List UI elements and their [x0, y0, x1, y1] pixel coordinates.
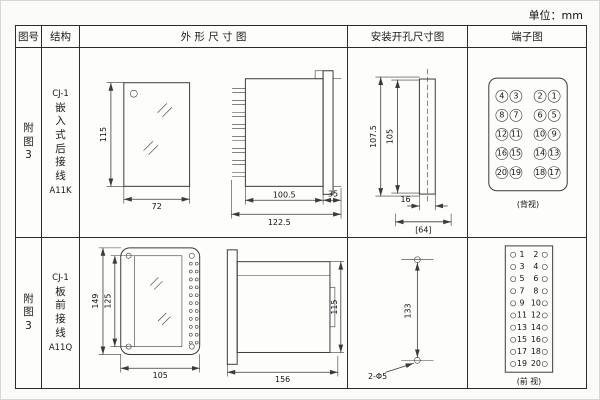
svg-text:17: 17 — [549, 168, 559, 177]
table-header-row: 图号 结构 外 形 尺 寸 图 安装开孔尺寸图 端子图 — [16, 26, 586, 48]
svg-text:13: 13 — [517, 323, 527, 332]
svg-text:2: 2 — [533, 250, 538, 259]
dim-front-inner: 125 — [103, 294, 112, 309]
dim-front-width: 72 — [152, 202, 162, 211]
front-socket-pins — [189, 261, 199, 345]
install-drawing-a11k: 107.5 105 16 [64] — [369, 68, 452, 235]
svg-text:3: 3 — [513, 91, 518, 100]
header-install: 安装开孔尺寸图 — [348, 26, 468, 48]
svg-text:19: 19 — [517, 359, 527, 368]
structure-model-1: CJ-1 — [52, 88, 69, 99]
svg-text:13: 13 — [549, 149, 559, 158]
svg-text:19: 19 — [511, 168, 521, 177]
dim-front-width2: 105 — [153, 371, 168, 380]
dim-side-length: 156 — [275, 375, 290, 384]
header-terminal: 端子图 — [468, 26, 586, 48]
dim-install-outer: 107.5 — [369, 125, 378, 148]
table-row-a11q: 附图3 CJ-1 板前接线 A11Q — [16, 238, 586, 388]
dim-install-span: [64] — [415, 226, 431, 235]
svg-text:5: 5 — [520, 274, 525, 283]
structure-desc-1: 嵌入式后接线 — [55, 101, 66, 182]
svg-text:10: 10 — [531, 299, 541, 308]
dim-install-v: 133 — [403, 304, 412, 319]
svg-text:18: 18 — [535, 168, 545, 177]
svg-text:20: 20 — [531, 359, 541, 368]
svg-text:12: 12 — [531, 311, 541, 320]
svg-text:5: 5 — [552, 110, 557, 119]
structure-cell-1: CJ-1 嵌入式后接线 A11K — [42, 48, 80, 238]
svg-text:6: 6 — [538, 110, 543, 119]
svg-text:20: 20 — [497, 168, 507, 177]
svg-text:16: 16 — [497, 149, 507, 158]
svg-text:1: 1 — [520, 250, 525, 259]
header-fig-no: 图号 — [16, 26, 42, 48]
svg-text:8: 8 — [533, 286, 538, 295]
svg-text:8: 8 — [499, 110, 504, 119]
outline-drawing-a11k: 115 72 100.5 — [99, 70, 342, 227]
dim-install-holes: 2-Φ5 — [368, 372, 387, 381]
dim-install-slot: 16 — [400, 195, 410, 204]
structure-cell-2: CJ-1 板前接线 A11Q — [42, 238, 80, 388]
header-outline: 外 形 尺 寸 图 — [80, 26, 348, 48]
dim-side-depth1: 100.5 — [273, 190, 296, 199]
install-drawing-a11q: 133 2-Φ5 — [368, 256, 434, 381]
svg-text:16: 16 — [531, 335, 541, 344]
dim-side-height: 115 — [330, 300, 339, 315]
dim-side-depth3: 35 — [328, 189, 338, 198]
dim-side-depth2: 122.5 — [268, 218, 291, 227]
svg-text:11: 11 — [517, 311, 527, 320]
fig-no-cell-1: 附图3 — [16, 48, 42, 238]
structure-code-1: A11K — [49, 186, 72, 197]
svg-text:7: 7 — [513, 110, 518, 119]
svg-text:14: 14 — [531, 323, 541, 332]
structure-model-2: CJ-1 — [52, 272, 69, 283]
svg-text:3: 3 — [520, 262, 525, 271]
dim-install-inner: 105 — [386, 129, 395, 144]
install-cell-2: 133 2-Φ5 — [348, 238, 468, 388]
fig-no-cell-2: 附图3 — [16, 238, 42, 388]
structure-code-2: A11Q — [48, 343, 73, 354]
dim-front-height: 115 — [99, 127, 108, 142]
structure-desc-2: 板前接线 — [55, 285, 66, 339]
svg-text:9: 9 — [520, 299, 525, 308]
outline-cell-2: 149 125 105 156 — [80, 238, 348, 388]
svg-text:15: 15 — [517, 335, 527, 344]
svg-text:4: 4 — [533, 262, 538, 271]
svg-text:2: 2 — [538, 91, 543, 100]
svg-text:6: 6 — [533, 274, 538, 283]
svg-text:11: 11 — [511, 130, 521, 139]
svg-text:7: 7 — [520, 286, 525, 295]
svg-text:15: 15 — [511, 149, 521, 158]
svg-text:9: 9 — [552, 130, 557, 139]
header-structure: 结构 — [42, 26, 80, 48]
table-row-a11k: 附图3 CJ-1 嵌入式后接线 A11K 115 — [16, 48, 586, 238]
install-cell-1: 107.5 105 16 [64] — [348, 48, 468, 238]
outline-drawing-a11q: 149 125 105 156 — [91, 247, 345, 384]
fig-no-text-1: 附图3 — [23, 122, 34, 162]
fig-no-text-2: 附图3 — [23, 292, 34, 332]
svg-text:10: 10 — [535, 130, 545, 139]
svg-text:17: 17 — [517, 347, 527, 356]
outline-cell-1: 115 72 100.5 — [80, 48, 348, 238]
svg-text:14: 14 — [535, 149, 545, 158]
svg-text:1: 1 — [552, 91, 557, 100]
unit-label: 单位：mm — [528, 9, 583, 22]
terminal-view-label-front: (前 视) — [517, 376, 541, 386]
svg-text:18: 18 — [531, 347, 541, 356]
terminal-view-label-rear: (背视) — [517, 199, 539, 209]
svg-text:12: 12 — [497, 130, 507, 139]
svg-text:4: 4 — [499, 91, 504, 100]
spec-table: 图号 结构 外 形 尺 寸 图 安装开孔尺寸图 端子图 附图3 CJ-1 嵌入式… — [15, 25, 587, 389]
dim-front-outer: 149 — [91, 294, 100, 309]
